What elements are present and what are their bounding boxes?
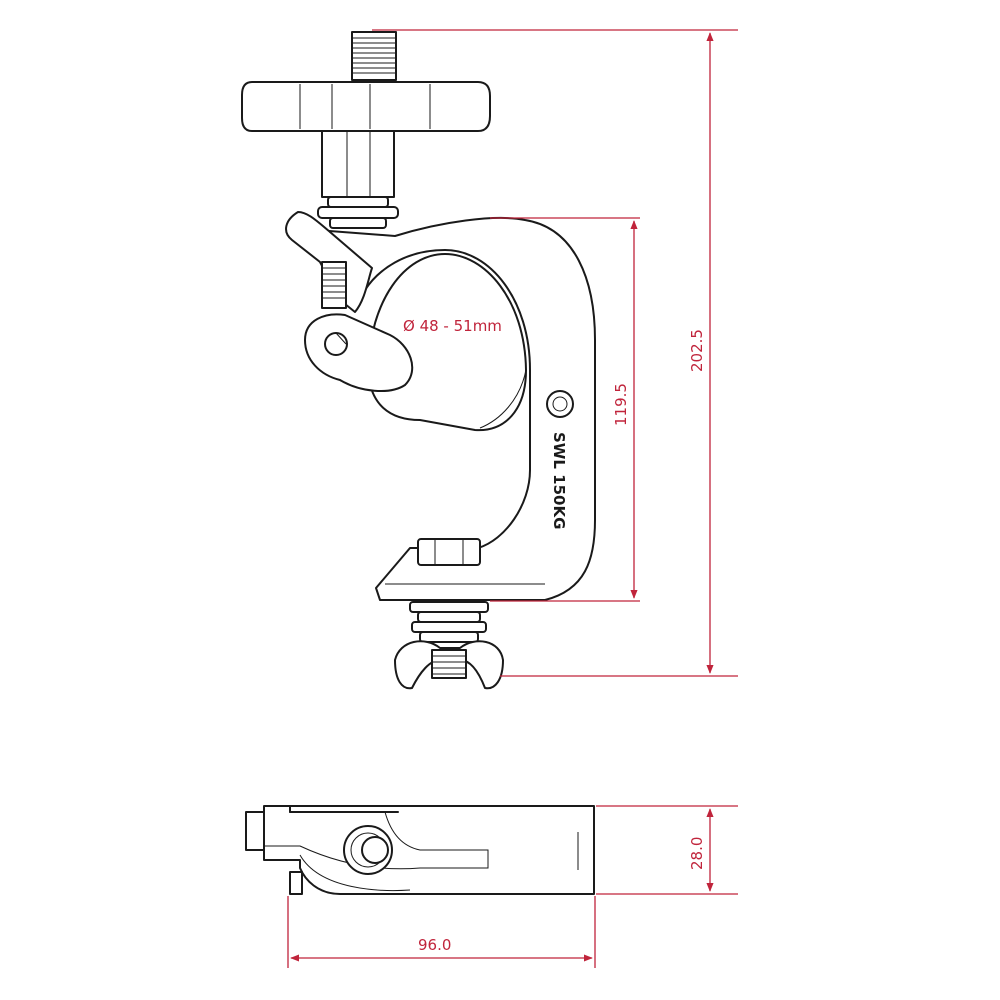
washer-stack-top: [317, 196, 399, 229]
clamp-side-view: [245, 805, 595, 895]
inner-height-label: 119.5: [612, 383, 630, 426]
width-label: 96.0: [418, 936, 451, 954]
dimension-inner-height: 119.5: [490, 217, 640, 602]
wing-nut: [394, 640, 504, 690]
swl-engraving: SWL 150KG: [550, 432, 568, 529]
pin-hole: [546, 390, 574, 418]
clamp-front-view: SWL 150KG: [241, 31, 596, 690]
thickness-label: 28.0: [688, 837, 706, 870]
dimension-total-height: 202.5: [372, 29, 738, 677]
tube-diameter-label: Ø 48 - 51mm: [403, 317, 502, 335]
clamp-body: [289, 217, 596, 601]
hex-shaft: [321, 130, 395, 198]
total-height-label: 202.5: [688, 329, 706, 372]
dimension-width: 96.0: [287, 896, 596, 968]
side-knurled-knob: [343, 825, 393, 875]
dimension-thickness: 28.0: [596, 805, 738, 895]
hex-nut-bottom: [417, 538, 481, 566]
bolt-thread-middle: [321, 261, 347, 309]
t-handle-knob: [241, 81, 491, 132]
washer-stack-bottom: [409, 601, 489, 643]
bolt-thread-top: [351, 31, 397, 81]
